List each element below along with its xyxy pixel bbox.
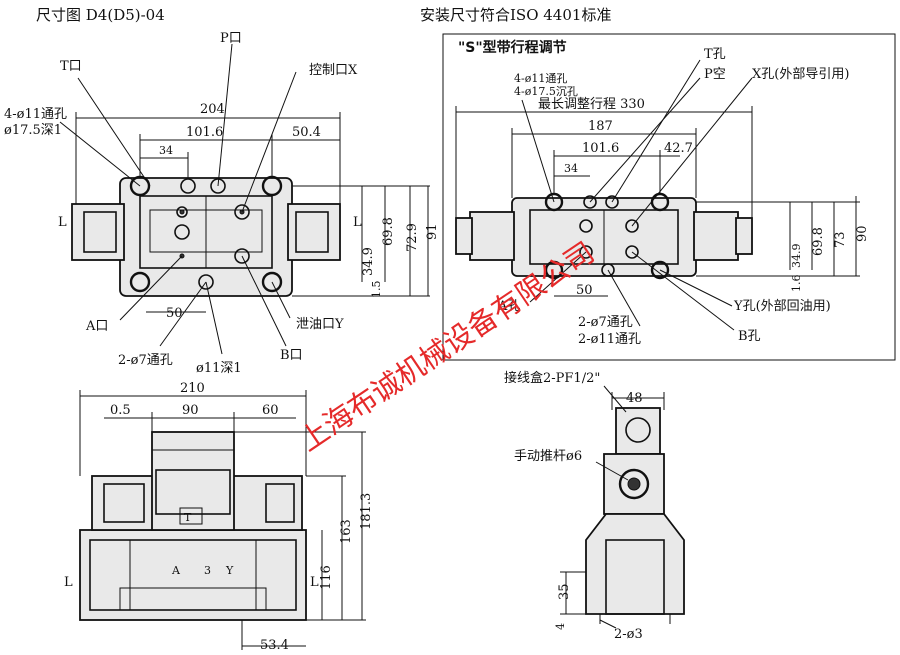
dim-90: 90 xyxy=(855,225,870,242)
max-stroke: 最长调整行程 330 xyxy=(538,97,645,112)
holes2-label: 2-ø7通孔 xyxy=(118,353,173,368)
junction-box xyxy=(615,407,661,455)
port-Y-label: 泄油口Y xyxy=(296,317,344,332)
hole-X-label: X孔(外部导引用) xyxy=(752,67,849,82)
dim-60: 60 xyxy=(262,403,279,418)
lower-body xyxy=(79,529,307,621)
base-end xyxy=(585,513,685,615)
junction-box-label: 接线盒2-PF1/2" xyxy=(504,370,600,386)
pins-label: 2-ø3 xyxy=(614,627,643,642)
install-title: 安装尺寸符合ISO 4401标准 xyxy=(420,6,611,24)
s-type-frame xyxy=(442,33,896,361)
s-dim-34: 34 xyxy=(564,162,578,175)
svg-text:T: T xyxy=(184,511,192,524)
dim-210: 210 xyxy=(180,381,205,396)
hole-T-label: T孔 xyxy=(704,47,726,62)
dim-187: 187 xyxy=(588,119,613,134)
dim-0-5: 0.5 xyxy=(110,403,131,418)
port-P-label: P口 xyxy=(220,31,242,46)
blind-label: ø11深1 xyxy=(196,361,242,376)
L-right: L xyxy=(353,215,362,230)
s-dim-34-9: 34.9 xyxy=(790,244,803,269)
dim-163: 163 xyxy=(339,519,354,544)
dim-4: 4 xyxy=(554,623,567,630)
dim-69-8: 69.8 xyxy=(381,217,396,246)
dim-42-7: 42.7 xyxy=(664,141,693,156)
L-bottom-left: L xyxy=(64,575,73,590)
dim-1-5: 1.5 xyxy=(370,281,383,299)
s-left-adjuster xyxy=(469,211,515,261)
holes-2-11: 2-ø11通孔 xyxy=(578,332,641,347)
L-bottom-right: L xyxy=(310,575,319,590)
body-3: 3 xyxy=(204,564,211,577)
dim-34: 34 xyxy=(159,144,173,157)
port-X-label: 控制口X xyxy=(309,63,358,78)
top-right-view: "S"型带行程调节 最长调整行程 330 4-ø11通孔 4-ø17.5沉孔 1… xyxy=(442,33,896,361)
hole-B-label: B孔 xyxy=(738,329,761,344)
s-dim-69-8: 69.8 xyxy=(811,227,826,256)
s-dim-50: 50 xyxy=(576,283,593,298)
dim-34-9: 34.9 xyxy=(361,247,376,276)
dim-101-6: 101.6 xyxy=(186,125,223,140)
dim-204: 204 xyxy=(200,102,225,117)
s-right-adjuster xyxy=(693,211,739,261)
dim-91: 91 xyxy=(425,223,440,240)
L-left: L xyxy=(58,215,67,230)
port-A-label: A口 xyxy=(85,319,108,334)
bottom-left-view: T A 3 Y 210 0.5 90 60 116 163 181.3 53.4… xyxy=(64,381,374,653)
p-void-label: P空 xyxy=(704,67,726,82)
dim-73: 73 xyxy=(833,231,848,248)
holes-4-17: 4-ø17.5沉孔 xyxy=(514,85,578,98)
port-T-label: T口 xyxy=(60,59,82,74)
bottom-right-view: 48 接线盒2-PF1/2" 手动推杆ø6 35 4 2-ø3 xyxy=(504,370,685,642)
dim-50-4: 50.4 xyxy=(292,125,321,140)
hole-A-label: A孔 xyxy=(497,299,520,314)
dim-1-6: 1.6 xyxy=(790,275,803,293)
hole-Y-label: Y孔(外部回油用) xyxy=(733,299,831,314)
dim-181-3: 181.3 xyxy=(359,493,374,530)
body-A: A xyxy=(171,564,181,577)
counterbore-label: ø17.5深1 xyxy=(4,123,62,138)
dim-116: 116 xyxy=(319,565,334,590)
dim-53-4: 53.4 xyxy=(260,638,289,653)
manual-pin-label: 手动推杆ø6 xyxy=(514,449,582,464)
s-type-title: "S"型带行程调节 xyxy=(458,39,567,56)
holes-2-7: 2-ø7通孔 xyxy=(578,315,633,330)
holes-4-11: 4-ø11通孔 xyxy=(514,72,567,85)
s-dim-101-6: 101.6 xyxy=(582,141,619,156)
dim-50: 50 xyxy=(166,306,183,321)
dim-48: 48 xyxy=(626,391,643,406)
body-Y: Y xyxy=(225,564,234,577)
main-title: 尺寸图 D4(D5)-04 xyxy=(36,6,165,24)
watermark: 上海布诚机械设备有限公司 xyxy=(293,235,601,458)
holes-label: 4-ø11通孔 xyxy=(4,107,67,122)
dim-90: 90 xyxy=(182,403,199,418)
dim-35: 35 xyxy=(557,583,572,600)
coil-box xyxy=(151,431,235,531)
top-left-view: 204 101.6 50.4 34 34.9 69.8 72.9 91 1.5 … xyxy=(4,31,440,376)
dim-72-9: 72.9 xyxy=(405,223,420,252)
port-B-label: B口 xyxy=(280,348,303,363)
